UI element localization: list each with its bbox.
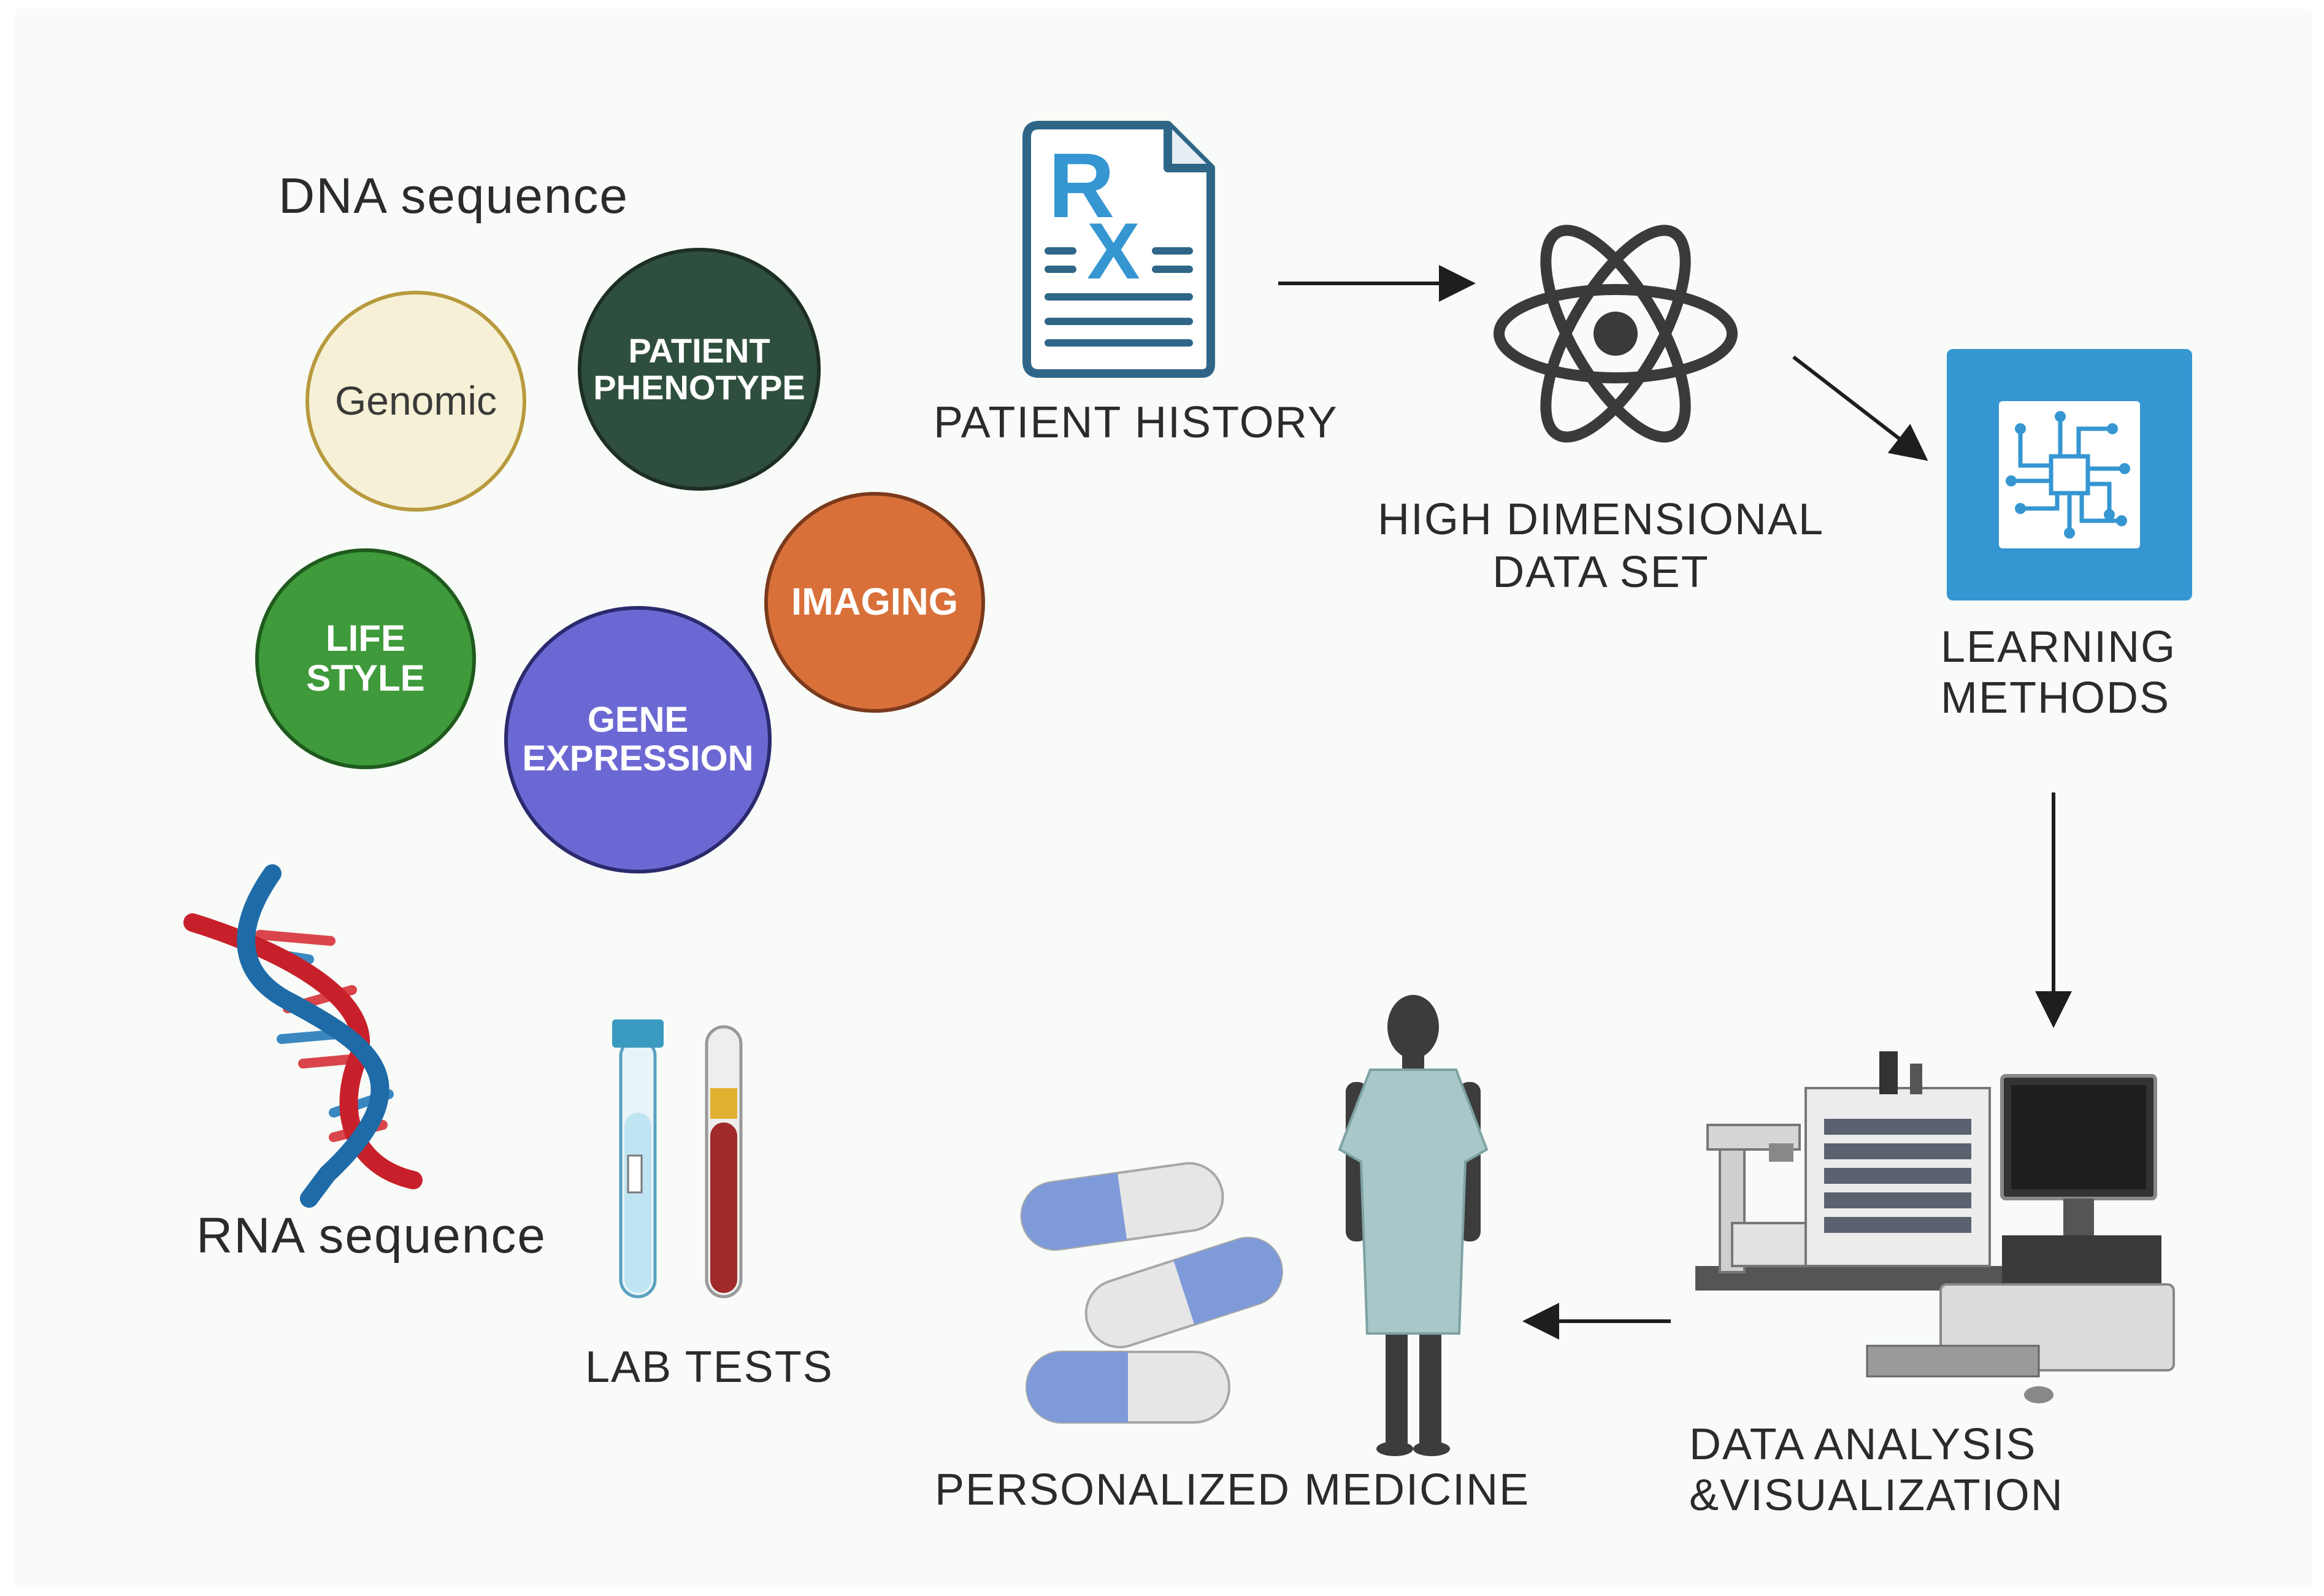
high-dimensional-label: HIGH DIMENSIONAL DATA SET — [1378, 493, 1824, 599]
patient-phenotype-circle: PATIENT PHENOTYPE — [578, 248, 821, 491]
lab-workstation-icon — [1695, 1051, 2175, 1403]
atom-icon — [1494, 224, 1738, 443]
life-style-circle: LIFE STYLE — [255, 548, 476, 769]
imaging-circle: IMAGING — [764, 492, 985, 713]
learning-methods-label: LEARNING METHODS — [1941, 622, 2176, 724]
rx-glyph-x: X — [1087, 206, 1140, 296]
high-dimensional-text: HIGH DIMENSIONAL DATA SET — [1377, 495, 1825, 597]
dna-helix-icon — [183, 864, 423, 1208]
genomic-circle: Genomic — [305, 291, 526, 512]
learning-methods-text: LEARNING METHODS — [1941, 623, 2177, 723]
gene-expression-label: GENE EXPRESSION — [522, 700, 754, 778]
life-style-label: LIFE STYLE — [306, 618, 425, 699]
lab-tests-label: LAB TESTS — [585, 1343, 834, 1392]
data-analysis-label: DATA ANALYSIS &VISUALIZATION — [1689, 1419, 2064, 1521]
prescription-document-icon: R X — [1022, 121, 1215, 378]
patient-figure-icon — [1338, 995, 1489, 1456]
pills-icon — [1020, 1162, 1283, 1424]
genomic-label: Genomic — [334, 378, 497, 424]
patient-history-label: PATIENT HISTORY — [934, 398, 1338, 447]
arrow-dataset-to-learning — [1792, 355, 1928, 461]
personalized-medicine-label: PERSONALIZED MEDICINE — [935, 1465, 1530, 1514]
gene-expression-circle: GENE EXPRESSION — [504, 606, 772, 873]
rna-sequence-label: RNA sequence — [196, 1208, 547, 1264]
dna-sequence-label: DNA sequence — [278, 168, 629, 224]
rx-glyph-r: R — [1048, 134, 1114, 237]
diagram-canvas: DNA sequence Genomic PATIENT PHENOTYPE I… — [15, 9, 2312, 1588]
flow-arrows — [1278, 265, 2072, 1340]
imaging-label: IMAGING — [791, 580, 959, 623]
circuit-chip-icon — [1947, 349, 2192, 600]
patient-phenotype-label: PATIENT PHENOTYPE — [593, 331, 805, 407]
test-tubes-icon — [612, 1019, 743, 1299]
data-analysis-text: DATA ANALYSIS &VISUALIZATION — [1689, 1420, 2064, 1520]
